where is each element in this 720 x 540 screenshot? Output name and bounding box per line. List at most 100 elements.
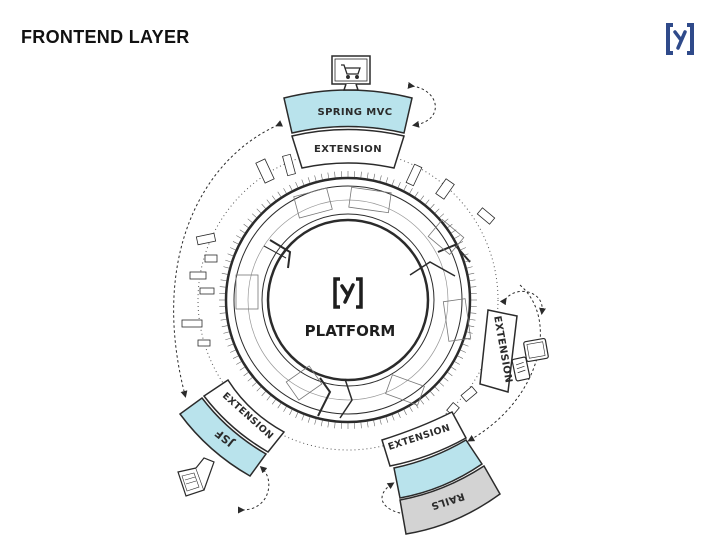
ring-tick (232, 241, 239, 245)
ring-tick (327, 172, 330, 179)
ring-tick (414, 191, 419, 198)
segment-bottom-extension: EXTENSION (381, 411, 468, 467)
ring-tick (251, 213, 257, 218)
ring-tick (470, 312, 477, 314)
ring-tick (439, 213, 445, 218)
handheld-device-icon (177, 457, 215, 497)
ring-tick (443, 218, 449, 223)
ring-tick (469, 318, 476, 321)
ring-tick (430, 391, 435, 397)
ring-tick (457, 241, 464, 245)
ring-tick (447, 223, 453, 228)
ring-tick (256, 386, 262, 392)
mobile-devices-icon (511, 337, 549, 382)
ring-tick (434, 386, 440, 392)
ring-tick (314, 418, 317, 425)
segment-right-extension: EXTENSION (479, 309, 518, 393)
segment-jsf: JSF (178, 396, 268, 477)
ring-tick (239, 366, 246, 371)
ring-tick (468, 272, 475, 275)
ring-tick (289, 409, 293, 416)
ring-tick (460, 349, 466, 353)
ring-tick (460, 247, 466, 251)
ring-tick (464, 337, 471, 341)
ring-tick (320, 420, 323, 427)
ring-tick (230, 247, 236, 251)
platform-ring (224, 176, 472, 424)
ring-tick (256, 208, 262, 214)
platform-label: PLATFORM (305, 322, 396, 340)
ring-tick (373, 173, 376, 180)
ring-tick (283, 406, 287, 412)
ring-tick (243, 223, 249, 228)
outer-dotted-ring (197, 149, 499, 451)
ring-tick (379, 175, 382, 182)
monitor-cart-icon (331, 55, 371, 91)
ring-tick (464, 259, 471, 263)
ring-tick (301, 179, 305, 186)
ring-tick (236, 235, 242, 239)
ring-tick (425, 199, 430, 205)
ring-tick (385, 416, 389, 423)
top-extension-label: EXTENSION (314, 144, 382, 155)
ring-tick (468, 325, 475, 328)
spring-mvc-label: SPRING MVC (317, 107, 392, 118)
ring-tick (360, 171, 362, 178)
ring-tick (266, 395, 271, 401)
ring-tick (366, 172, 369, 179)
ring-tick (307, 177, 311, 184)
ring-tick (466, 266, 473, 269)
ring-tick (397, 412, 401, 418)
ring-tick (295, 412, 299, 418)
ring-tick (301, 414, 305, 421)
ring-tick (227, 343, 234, 347)
ring-tick (470, 286, 477, 288)
ring-tick (409, 188, 413, 194)
ring-tick (414, 402, 419, 409)
ring-tick (271, 195, 276, 201)
ring-tick (420, 399, 425, 405)
ring-tick (219, 286, 226, 288)
ring-tick (391, 414, 395, 421)
ring-tick (236, 361, 242, 365)
ring-tick (261, 203, 266, 209)
ring-tick (403, 184, 407, 191)
ring-tick (466, 331, 473, 334)
ring-tick (266, 199, 271, 205)
ring-tick (385, 177, 389, 184)
ring-tick (430, 203, 435, 209)
ring-tick (243, 372, 249, 377)
ring-tick (225, 259, 232, 263)
ring-tick (462, 253, 469, 257)
ring-tick (462, 343, 469, 347)
ring-tick (379, 418, 382, 425)
ring-tick (434, 208, 440, 214)
slide-title: FRONTEND LAYER (21, 27, 190, 47)
ring-tick (420, 195, 425, 201)
ring-tick (247, 377, 253, 382)
ring-ticks (219, 171, 477, 429)
ring-plugin-bars (181, 153, 496, 416)
ring-tick (289, 184, 293, 191)
segment-blue-bottom (393, 438, 484, 499)
ring-tick (220, 318, 227, 321)
ring-tick (403, 409, 407, 416)
ring-tick (327, 421, 330, 428)
ring-tick (283, 188, 287, 194)
ring-tick (277, 402, 282, 409)
ring-tick (223, 331, 230, 334)
ring-tick (450, 366, 457, 371)
ring-tick (447, 372, 453, 377)
ring-tick (221, 325, 228, 328)
ring-tick (220, 279, 227, 282)
segment-spring-mvc: SPRING MVC (283, 89, 413, 134)
ring-tick (439, 382, 445, 387)
ring-tick (454, 235, 460, 239)
ring-tick (227, 253, 234, 257)
ring-tick (223, 266, 230, 269)
ring-tick (314, 175, 317, 182)
ring-tick (334, 422, 336, 429)
ring-tick (425, 395, 430, 401)
ring-tick (225, 337, 232, 341)
